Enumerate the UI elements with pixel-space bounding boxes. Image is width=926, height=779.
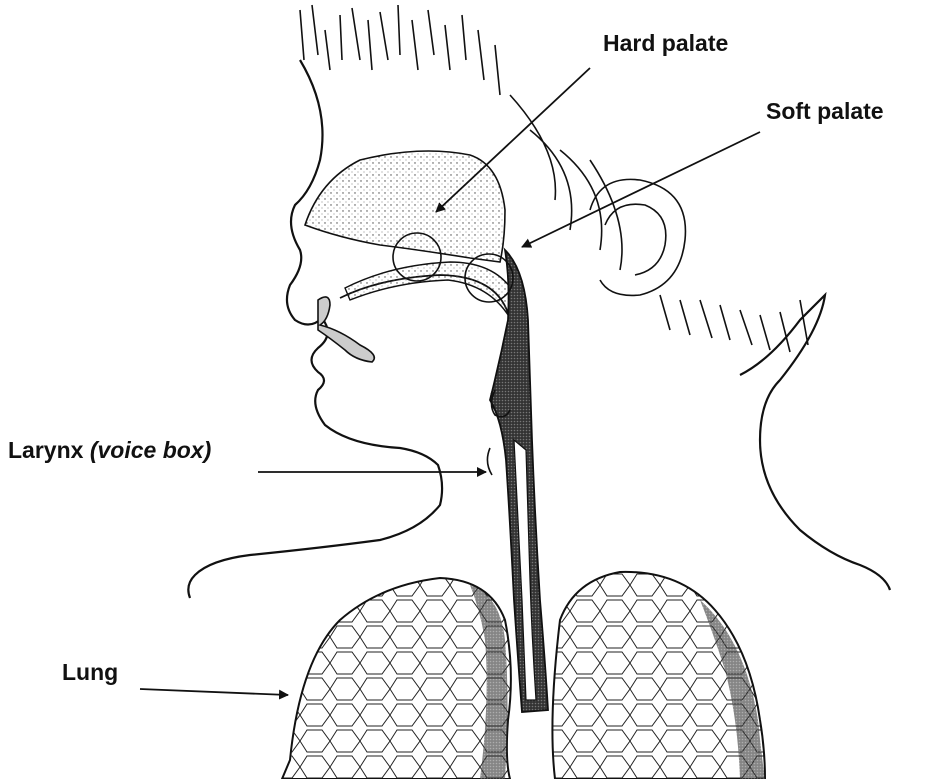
larynx-label-text: Larynx xyxy=(8,437,83,463)
neck-back xyxy=(740,295,890,590)
lips-illustration xyxy=(318,297,374,362)
larynx-label: Larynx (voice box) xyxy=(8,439,211,462)
nasal-cavity xyxy=(305,151,505,262)
lung-label: Lung xyxy=(62,661,118,684)
left-lung xyxy=(282,578,511,779)
hard-palate-arrow xyxy=(436,68,590,212)
soft-palate-arrow xyxy=(522,132,760,247)
soft-palate-label: Soft palate xyxy=(766,100,884,123)
lung-arrow xyxy=(140,689,288,695)
palate-band xyxy=(345,262,518,318)
ear-illustration xyxy=(590,179,685,295)
face-profile xyxy=(188,60,442,598)
hard-palate-label: Hard palate xyxy=(603,32,728,55)
larynx-label-note: (voice box) xyxy=(90,437,211,463)
tongue-outline xyxy=(340,275,511,410)
